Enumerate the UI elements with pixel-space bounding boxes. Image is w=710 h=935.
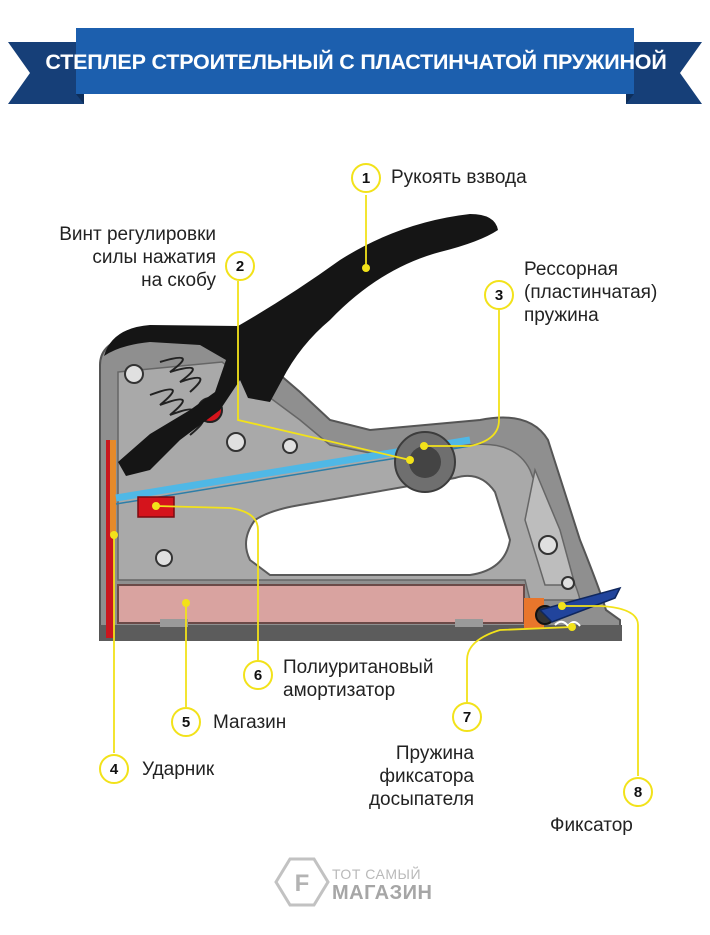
callout-label-8-line-1: Фиксатор [550,815,633,836]
striker [106,440,114,638]
base-plate [100,625,622,641]
magazine-foot-right [455,619,483,627]
callout-label-7-line-3: досыпателя [368,789,474,810]
latch [538,586,622,623]
callout-label-2-line-1: Винт регулировки [59,224,216,245]
callout-badge-5: 5 [171,707,201,737]
callout-badge-1: 1 [351,163,381,193]
banner-fold-right [626,94,634,104]
top-coil-spring [159,356,202,393]
brand-logo: F [274,857,330,907]
grip-opening [245,474,512,576]
banner-fold-left [76,94,84,104]
brand-line-2: МАГАЗИН [332,882,433,904]
callout-label-4-line-1: Ударник [142,759,215,780]
callout-label-7-line-2: фиксатора [379,766,474,787]
rear-slot [524,467,576,586]
page-title: СТЕПЛЕР СТРОИТЕЛЬНЫЙ С ПЛАСТИНЧАТОЙ ПРУЖ… [45,49,667,74]
pivot-rear-body [538,535,558,555]
leader-7 [466,626,573,702]
brand-logo-letter: F [295,870,310,897]
callout-label-5: Магазин [213,711,286,734]
pivot-lower [155,549,173,567]
callout-label-3: Рессорная (пластинчатая) пружина [524,258,657,327]
banner-right-ribbon [626,42,702,104]
brand-hexagon-icon [274,857,330,907]
callout-label-6-line-1: Полиуритановый [283,657,434,678]
callout-badge-6: 6 [243,660,273,690]
leader-6 [155,505,259,660]
callout-label-1-line-1: Рукоять взвода [391,167,527,188]
callout-label-7-line-1: Пружина [395,743,474,764]
cocking-lever [104,214,498,476]
callout-label-1: Рукоять взвода [391,166,527,189]
callout-label-2-line-2: силы нажатия [92,247,216,268]
callout-badge-8: 8 [623,777,653,807]
pivot-latch-upper [561,576,575,590]
magazine [117,584,525,624]
magazine-foot-left [160,619,188,627]
callout-label-3-line-3: пружина [524,305,599,326]
callout-label-3-line-2: (пластинчатая) [524,282,658,303]
callout-dots [110,264,576,631]
pivot-front-top [226,432,246,452]
callout-label-7: Пружина фиксатора досыпателя [330,742,474,811]
title-banner [8,28,702,104]
brand-line-1: ТОТ САМЫЙ [332,866,422,882]
banner-main [76,28,634,94]
adjustment-gear-hub [409,446,441,478]
striker-guide [110,440,116,535]
callout-label-4: Ударник [142,758,214,781]
pivot-middle [282,438,298,454]
callout-badge-4: 4 [99,754,129,784]
callout-badge-7: 7 [452,702,482,732]
callout-lines [113,195,639,776]
callout-badge-2: 2 [225,251,255,281]
callout-label-6-line-2: амортизатор [283,680,396,701]
callout-label-5-line-1: Магазин [213,712,287,733]
callout-badge-3: 3 [484,280,514,310]
callout-label-2: Винт регулировки силы нажатия на скобу [36,223,216,292]
callout-label-2-line-3: на скобу [141,270,216,291]
leader-3 [424,310,500,447]
callout-label-8: Фиксатор [550,814,633,837]
latch-spring [554,620,581,628]
callout-label-3-line-1: Рессорная [524,259,619,280]
pivot-rear-top [124,364,144,384]
callout-label-6: Полиуритановый амортизатор [283,656,433,702]
leader-8 [562,605,639,776]
banner-left-ribbon [8,42,84,104]
leader-2 [237,281,411,461]
